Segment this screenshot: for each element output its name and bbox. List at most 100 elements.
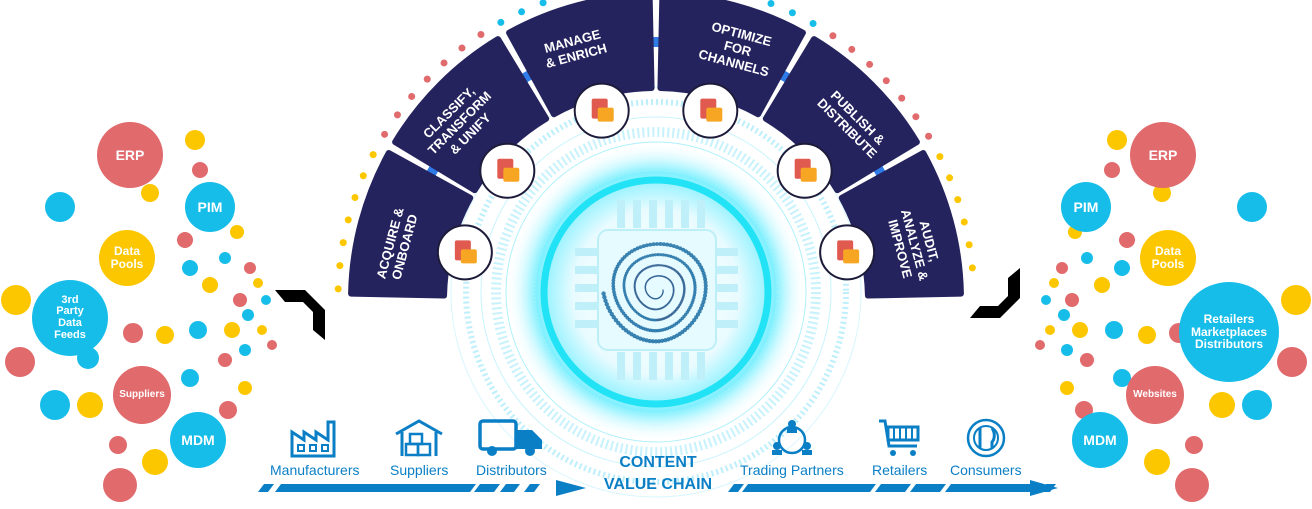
source-erp: ERP — [97, 122, 163, 188]
spiral-dot — [656, 253, 660, 257]
arc-dot — [423, 75, 431, 83]
arrow-head — [1030, 480, 1058, 496]
stage-tile-4[interactable]: OPTIMIZEFORCHANNELS — [657, 0, 806, 139]
source-pim: PIM — [185, 182, 235, 232]
spiral-dot — [692, 296, 696, 300]
spiral-dot — [602, 295, 607, 300]
spiral-dot — [622, 287, 626, 291]
spiral-dot — [693, 283, 697, 287]
spiral-dot — [700, 303, 705, 308]
network-people-icon — [771, 420, 812, 455]
truck-icon — [478, 419, 543, 456]
chip-pin — [649, 352, 657, 380]
spiral-dot — [611, 278, 616, 283]
destination-pim: PIM — [1061, 182, 1111, 232]
chain-label: Distributors — [476, 462, 547, 478]
decorative-dot — [1081, 252, 1093, 264]
decorative-dot — [1113, 369, 1131, 387]
chip-pin — [716, 302, 738, 310]
bubble-label: PIM — [1074, 199, 1099, 215]
chip-pin — [575, 266, 597, 274]
chip-pin — [575, 320, 597, 328]
spiral-dot — [703, 277, 708, 282]
spiral-dot — [601, 291, 606, 296]
chain-label: Trading Partners — [740, 462, 844, 478]
decorative-dot — [181, 369, 199, 387]
bubble-label-line: Pools — [110, 257, 144, 271]
spiral-dot — [611, 275, 616, 280]
bubble-label: ERP — [1149, 147, 1178, 163]
arc-dot — [954, 196, 962, 204]
spiral-dot — [604, 302, 609, 307]
spiral-dot — [603, 298, 608, 303]
title-line: CONTENT — [619, 454, 697, 471]
decorative-dot — [189, 321, 207, 339]
arc-dot — [882, 77, 890, 85]
arrow-segment — [500, 484, 520, 492]
spiral-dot — [655, 264, 658, 267]
spiral-dot — [646, 254, 650, 258]
spiral-dot — [612, 292, 617, 297]
arc-dot — [381, 130, 389, 138]
spiral-dot — [666, 254, 670, 258]
decorative-dot — [1237, 192, 1267, 222]
bubble-label-line: PIM — [197, 198, 223, 215]
arc-dot — [408, 92, 416, 100]
spiral-dot — [641, 244, 646, 249]
bubble-label: PIM — [197, 198, 223, 215]
arrow-segment — [474, 484, 500, 492]
arc-dot — [848, 45, 856, 53]
chip-pin — [681, 200, 689, 228]
spiral-dot — [651, 253, 655, 257]
stage-tile-1[interactable]: ACQUIRE &ONBOARD — [348, 150, 493, 299]
decorative-dot — [77, 392, 103, 418]
bubble-label-line: Websites — [1133, 388, 1177, 400]
arc-dot — [866, 60, 874, 68]
chip-pin — [716, 320, 738, 328]
spiral-dot — [675, 245, 679, 250]
gear-arrows-icon — [573, 82, 630, 139]
stage-tile-3[interactable]: MANAGE& ENRICH — [506, 0, 655, 139]
ring — [491, 127, 821, 457]
stage-tile-5[interactable]: PUBLISH &DISTRIBUTE — [762, 36, 920, 199]
spiral-dot — [693, 285, 697, 290]
bubble-label-line: Retailers — [1203, 312, 1255, 327]
spiral-dot — [692, 280, 697, 285]
decorative-dot — [238, 381, 252, 395]
arc-dot — [351, 194, 359, 202]
plate-cutlery-icon — [966, 418, 1006, 458]
chain-label: Manufacturers — [270, 462, 360, 478]
spiral-dot — [622, 289, 626, 293]
bubble-label-line: Party — [56, 305, 84, 318]
ring — [463, 99, 849, 485]
spiral-dot — [703, 283, 708, 288]
spiral-dot — [692, 293, 697, 297]
spiral-dot — [638, 245, 643, 250]
decorative-dot — [103, 468, 137, 502]
decorative-dot — [5, 347, 35, 377]
spiral-dot — [607, 308, 613, 314]
ring — [480, 116, 832, 468]
spiral-dot — [678, 246, 683, 251]
chain-item-consumers: Consumers — [950, 418, 1022, 478]
stage-tile-2[interactable]: CLASSIFY,TRANSFORM& UNIFY — [392, 36, 550, 199]
arc-dot — [477, 31, 485, 39]
arc-dot — [968, 264, 976, 272]
spiral-dot — [611, 284, 616, 288]
decorative-dot — [40, 390, 70, 420]
ring — [450, 86, 862, 498]
spiral-dot — [683, 287, 686, 291]
spiral-dot — [699, 306, 704, 311]
spiral-dot — [653, 328, 658, 333]
decorative-dot — [1107, 130, 1127, 150]
decorative-dot — [253, 278, 263, 288]
decorative-dot — [1242, 390, 1272, 420]
stage-tile-6[interactable]: AUDIT,ANALYZE &IMPROVE — [819, 150, 964, 299]
decorative-dot — [185, 130, 205, 150]
decorative-dot — [1094, 277, 1110, 293]
spiral-dot — [702, 296, 707, 301]
spiral-dot — [697, 309, 702, 314]
decorative-dot — [239, 344, 251, 356]
arc-dot — [809, 20, 817, 28]
